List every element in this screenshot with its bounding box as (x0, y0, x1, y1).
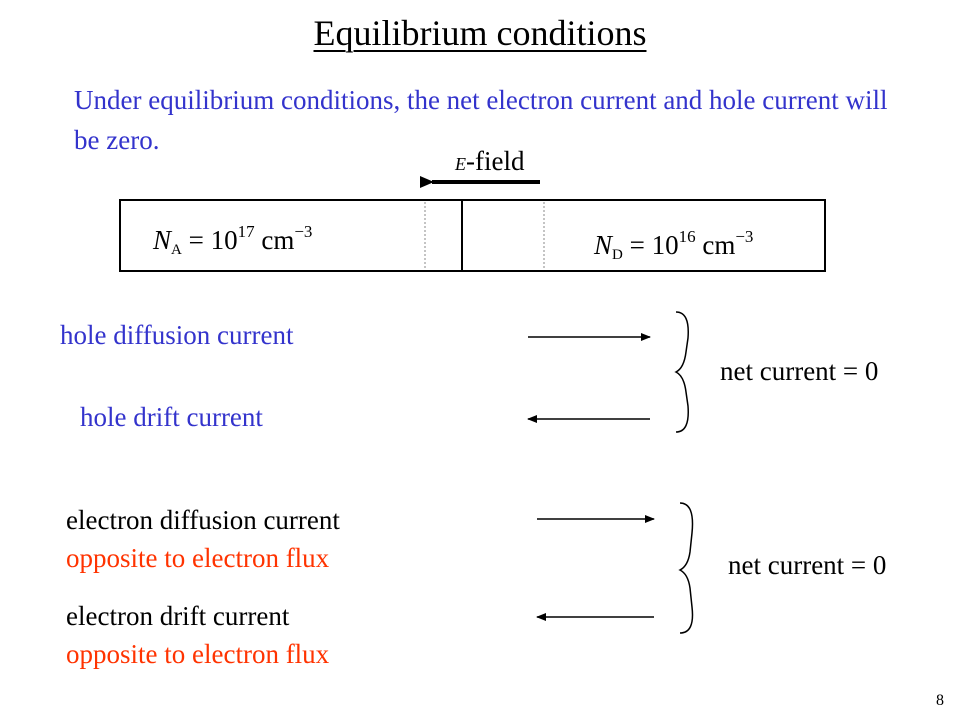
hole-brace (674, 311, 689, 433)
junction-box (119, 199, 826, 272)
electron-brace (678, 502, 694, 634)
electron-drift-note: opposite to electron flux (66, 639, 330, 669)
donor-concentration: ND = 1016 cm−3 (594, 227, 754, 263)
hole-net-current: net current = 0 (720, 356, 879, 386)
e-field-label: E-field (455, 146, 524, 177)
electron-diffusion-note: opposite to electron flux (66, 543, 330, 573)
slide-title: Equilibrium conditions (313, 13, 647, 53)
e-field-symbol: E (455, 154, 466, 174)
page-number: 8 (936, 692, 944, 709)
acceptor-concentration: NA = 1017 cm−3 (153, 222, 313, 258)
hole-drift-label: hole drift current (80, 402, 263, 432)
hole-diffusion-label: hole diffusion current (60, 320, 294, 350)
electron-diffusion-label: electron diffusion current (66, 505, 340, 535)
intro-text: Under equilibrium conditions, the net el… (74, 85, 888, 155)
electron-drift-label: electron drift current (66, 601, 290, 631)
electron-net-current: net current = 0 (728, 550, 887, 580)
e-field-suffix: -field (466, 146, 525, 176)
